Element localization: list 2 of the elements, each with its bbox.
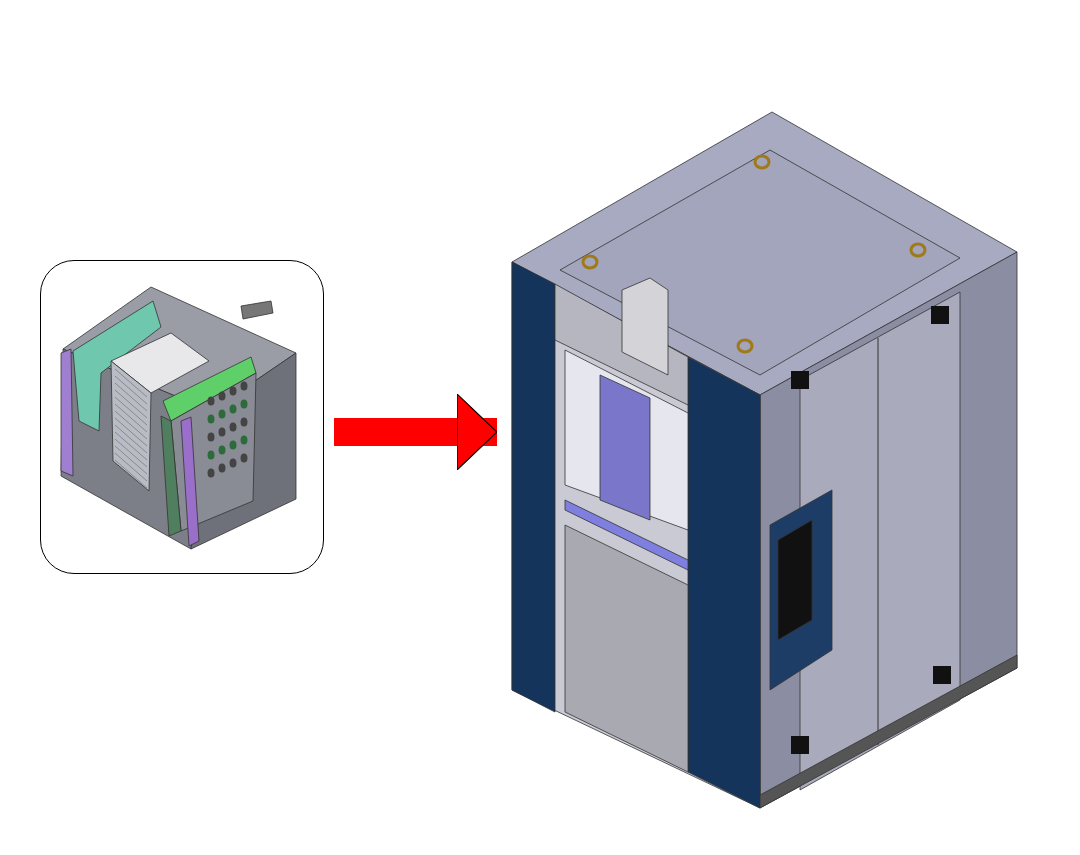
- arrow: [334, 393, 498, 471]
- picture-frame: [40, 260, 324, 574]
